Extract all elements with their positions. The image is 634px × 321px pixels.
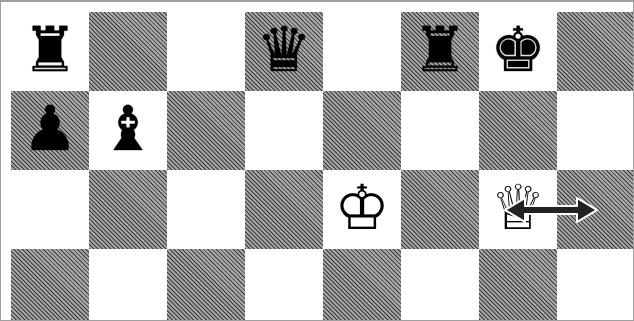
square-f7[interactable]: [401, 91, 479, 170]
square-b5[interactable]: [89, 249, 167, 321]
black-rook[interactable]: ♜: [22, 19, 78, 81]
black-rook[interactable]: ♜: [412, 19, 468, 81]
square-a7[interactable]: ♟: [11, 91, 89, 170]
square-c8[interactable]: [167, 12, 245, 91]
square-d6[interactable]: [245, 170, 323, 249]
square-g5[interactable]: [479, 249, 557, 321]
square-c5[interactable]: [167, 249, 245, 321]
square-a5[interactable]: [11, 249, 89, 321]
square-h7[interactable]: [557, 91, 634, 170]
square-d7[interactable]: [245, 91, 323, 170]
black-king[interactable]: ♚: [490, 19, 546, 81]
black-bishop[interactable]: ♝: [100, 98, 156, 160]
square-e5[interactable]: [323, 249, 401, 321]
square-e8[interactable]: [323, 12, 401, 91]
square-b8[interactable]: [89, 12, 167, 91]
square-f5[interactable]: [401, 249, 479, 321]
square-d5[interactable]: [245, 249, 323, 321]
black-queen[interactable]: ♛: [256, 19, 312, 81]
square-e6[interactable]: ♔: [323, 170, 401, 249]
square-b7[interactable]: ♝: [89, 91, 167, 170]
horizontal-resize-cursor-icon: [503, 195, 599, 225]
square-a6[interactable]: [11, 170, 89, 249]
square-c7[interactable]: [167, 91, 245, 170]
square-f8[interactable]: ♜: [401, 12, 479, 91]
square-h5[interactable]: [557, 249, 634, 321]
square-g7[interactable]: [479, 91, 557, 170]
square-e7[interactable]: [323, 91, 401, 170]
square-d8[interactable]: ♛: [245, 12, 323, 91]
square-f6[interactable]: [401, 170, 479, 249]
square-a8[interactable]: ♜: [11, 12, 89, 91]
square-g8[interactable]: ♚: [479, 12, 557, 91]
square-c6[interactable]: [167, 170, 245, 249]
square-b6[interactable]: [89, 170, 167, 249]
square-h8[interactable]: [557, 12, 634, 91]
chess-board[interactable]: ♜♛♜♚♟♝♔♕: [11, 12, 634, 321]
white-king[interactable]: ♔: [334, 177, 390, 239]
black-pawn[interactable]: ♟: [22, 98, 78, 160]
